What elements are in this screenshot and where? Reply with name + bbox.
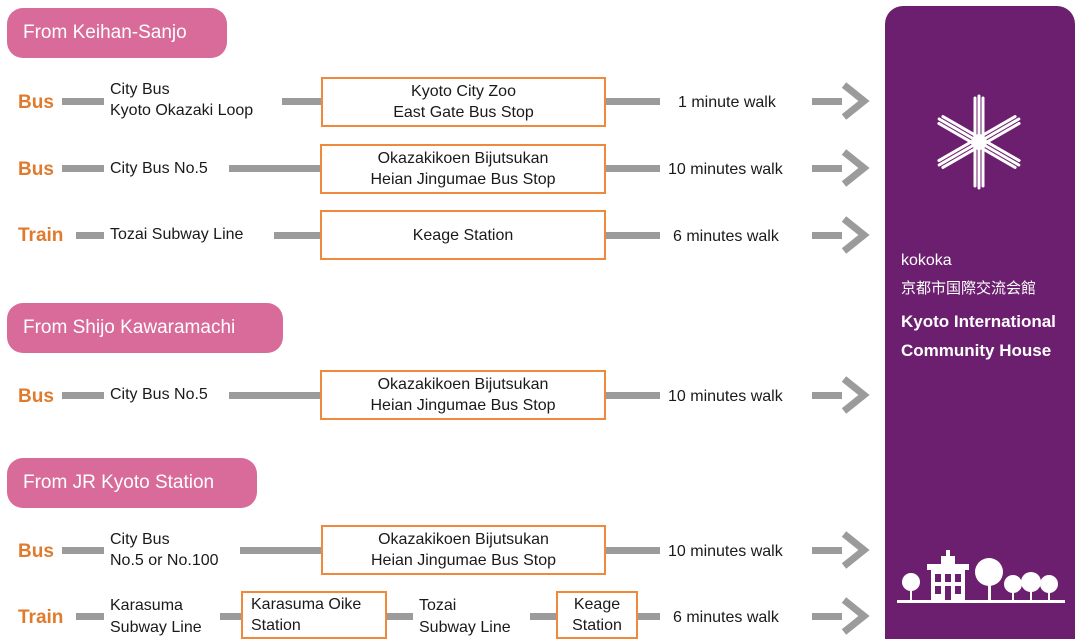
stop-box: Keage Station: [320, 210, 606, 260]
stop-name: Okazakikoen Bijutsukan: [377, 376, 549, 393]
mode-label: Bus: [18, 386, 54, 407]
transfer-name: Station: [251, 617, 301, 634]
mode-label: Train: [18, 225, 64, 246]
connector-bar: [220, 613, 241, 620]
connector-bar: [812, 613, 842, 620]
connector-bar: [606, 392, 660, 399]
line-name: City Bus: [110, 531, 170, 548]
line-name: City Bus No.5: [110, 160, 208, 177]
stop-name: Keage Station: [412, 226, 514, 244]
connector-bar: [62, 98, 104, 105]
stop-name: Keage: [573, 596, 621, 613]
arrow-right-icon: [841, 531, 870, 569]
destination-english-name-line1: Kyoto International: [901, 312, 1056, 331]
walk-time: 1 minute walk: [678, 94, 776, 111]
connector-bar: [240, 547, 321, 554]
transfer-box: Karasuma Oike Station: [241, 591, 387, 639]
line-name: City Bus No.5: [110, 386, 208, 403]
connector-bar: [229, 392, 320, 399]
connector-bar: [274, 232, 320, 239]
connector-bar: [638, 613, 660, 620]
line-name: Kyoto Okazaki Loop: [110, 102, 254, 119]
connector-bar: [606, 165, 660, 172]
stop-name: East Gate Bus Stop: [393, 104, 534, 121]
arrow-right-icon: [841, 216, 870, 254]
section-keihan-sanjo: From Keihan-Sanjo: [7, 8, 227, 58]
walk-time: 10 minutes walk: [668, 161, 783, 178]
stop-name: Okazakikoen Bijutsukan: [377, 150, 549, 167]
walk-time: 10 minutes walk: [668, 388, 783, 405]
line-name: Tozai: [419, 597, 457, 614]
connector-bar: [606, 547, 660, 554]
stop-name: Station: [572, 617, 622, 634]
connector-bar: [606, 98, 660, 105]
connector-bar: [812, 392, 842, 399]
walk-time: 10 minutes walk: [668, 543, 783, 560]
connector-bar: [812, 98, 842, 105]
stop-name: Heian Jingumae Bus Stop: [370, 397, 556, 414]
connector-bar: [387, 613, 413, 620]
mode-label: Bus: [18, 159, 54, 180]
connector-bar: [62, 165, 104, 172]
line-name: City Bus: [110, 81, 170, 98]
connector-bar: [62, 547, 104, 554]
destination-short-name: kokoka: [901, 252, 952, 269]
connector-bar: [812, 165, 842, 172]
connector-bar: [76, 232, 104, 239]
mode-label: Train: [18, 607, 64, 628]
destination-english-name-line2: Community House: [901, 341, 1052, 360]
connector-bar: [62, 392, 104, 399]
arrow-right-icon: [841, 149, 870, 187]
arrow-right-icon: [841, 82, 870, 120]
stop-box: Okazakikoen Bijutsukan Heian Jingumae Bu…: [320, 370, 606, 420]
building-illustration-icon: [897, 550, 1065, 603]
connector-bar: [76, 613, 104, 620]
stop-name: Heian Jingumae Bus Stop: [370, 171, 556, 188]
connector-bar: [282, 98, 321, 105]
section-jr-kyoto-station: From JR Kyoto Station: [7, 458, 257, 508]
mode-label: Bus: [18, 541, 54, 562]
connector-bar: [530, 613, 556, 620]
line-name: Karasuma: [110, 597, 183, 614]
stop-box: Keage Station: [556, 591, 638, 639]
stop-box: Okazakikoen Bijutsukan Heian Jingumae Bu…: [321, 525, 606, 575]
connector-bar: [229, 165, 320, 172]
destination-panel: kokoka 京都市国際交流会館 Kyoto International Com…: [885, 6, 1075, 639]
walk-time: 6 minutes walk: [673, 228, 779, 245]
stop-name: Kyoto City Zoo: [411, 83, 516, 100]
stop-box: Okazakikoen Bijutsukan Heian Jingumae Bu…: [320, 144, 606, 194]
connector-bar: [606, 232, 660, 239]
connector-bar: [812, 232, 842, 239]
line-name: Subway Line: [419, 619, 511, 636]
stop-box: Kyoto City Zoo East Gate Bus Stop: [321, 77, 606, 127]
connector-bar: [812, 547, 842, 554]
line-name: Tozai Subway Line: [110, 226, 244, 243]
arrow-right-icon: [841, 376, 870, 414]
transfer-name: Karasuma Oike: [251, 596, 362, 613]
stop-name: Okazakikoen Bijutsukan: [378, 531, 549, 548]
walk-time: 6 minutes walk: [673, 609, 779, 626]
kokoka-logo-icon: [937, 94, 1021, 190]
stop-name: Heian Jingumae Bus Stop: [371, 552, 556, 569]
line-name: Subway Line: [110, 619, 202, 636]
destination-japanese-name: 京都市国際交流会館: [901, 280, 1037, 297]
mode-label: Bus: [18, 92, 54, 113]
arrow-right-icon: [841, 597, 870, 635]
section-shijo-kawaramachi: From Shijo Kawaramachi: [7, 303, 283, 353]
line-name: No.5 or No.100: [110, 552, 219, 569]
